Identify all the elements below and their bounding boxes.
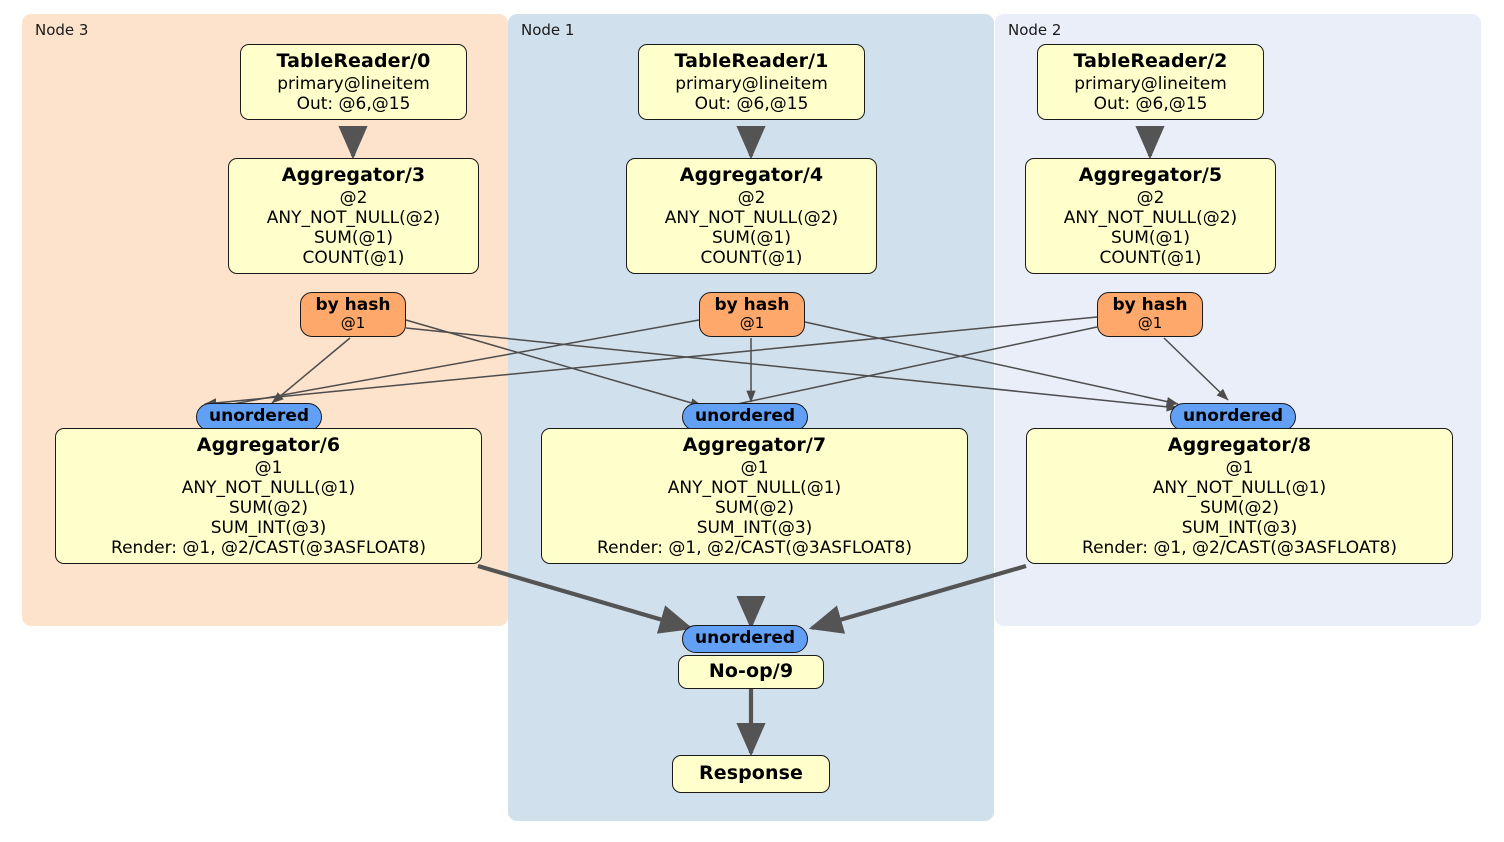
processor-title: Aggregator/5	[1078, 164, 1223, 186]
stream-unordered-mid[interactable]: unordered	[682, 403, 809, 432]
processor-render-line: Render: @1, @2/CAST(@3ASFLOAT8)	[111, 537, 426, 558]
processor-line: @2	[737, 187, 766, 208]
processor-line: SUM_INT(@3)	[1181, 517, 1298, 538]
processor-line: SUM(@1)	[712, 227, 791, 248]
processor-render-line: Render: @1, @2/CAST(@3ASFLOAT8)	[1082, 537, 1397, 558]
region-node-3-label: Node 3	[35, 21, 89, 39]
processor-line: COUNT(@1)	[1099, 247, 1202, 268]
processor-line: primary@lineitem	[675, 73, 828, 94]
processor-line: @1	[1225, 457, 1254, 478]
output-router-by-hash-5[interactable]: by hash @1	[1097, 292, 1203, 337]
processor-line: ANY_NOT_NULL(@2)	[1063, 207, 1238, 228]
processor-title: TableReader/0	[276, 50, 431, 72]
processor-line: @2	[1136, 187, 1165, 208]
processor-line: ANY_NOT_NULL(@1)	[1152, 477, 1327, 498]
processor-line: ANY_NOT_NULL(@1)	[181, 477, 356, 498]
region-node-1-label: Node 1	[521, 21, 575, 39]
processor-line: SUM(@1)	[314, 227, 393, 248]
processor-line: @1	[740, 457, 769, 478]
processor-title: No-op/9	[708, 660, 794, 682]
processor-line: @2	[339, 187, 368, 208]
router-column: @1	[340, 314, 366, 333]
processor-line: SUM(@1)	[1111, 227, 1190, 248]
processor-line: COUNT(@1)	[302, 247, 405, 268]
router-label: by hash	[315, 295, 391, 315]
processor-line: COUNT(@1)	[700, 247, 803, 268]
processor-aggregator-8[interactable]: Aggregator/8 @1 ANY_NOT_NULL(@1) SUM(@2)…	[1026, 428, 1453, 564]
processor-line: primary@lineitem	[1074, 73, 1227, 94]
processor-title: TableReader/1	[674, 50, 829, 72]
processor-line: SUM_INT(@3)	[210, 517, 327, 538]
processor-tablereader-2[interactable]: TableReader/2 primary@lineitem Out: @6,@…	[1037, 44, 1264, 120]
processor-line: ANY_NOT_NULL(@2)	[266, 207, 441, 228]
processor-title: Aggregator/6	[196, 434, 341, 456]
processor-response[interactable]: Response	[672, 755, 830, 793]
processor-line: SUM(@2)	[715, 497, 794, 518]
processor-aggregator-6[interactable]: Aggregator/6 @1 ANY_NOT_NULL(@1) SUM(@2)…	[55, 428, 482, 564]
processor-line: @1	[254, 457, 283, 478]
processor-title: Aggregator/7	[682, 434, 827, 456]
output-router-by-hash-4[interactable]: by hash @1	[699, 292, 805, 337]
router-label: by hash	[1112, 295, 1188, 315]
processor-title: TableReader/2	[1073, 50, 1228, 72]
router-column: @1	[1137, 314, 1163, 333]
processor-render-line: Render: @1, @2/CAST(@3ASFLOAT8)	[597, 537, 912, 558]
processor-aggregator-5[interactable]: Aggregator/5 @2 ANY_NOT_NULL(@2) SUM(@1)…	[1025, 158, 1276, 274]
processor-line: ANY_NOT_NULL(@1)	[667, 477, 842, 498]
processor-line: SUM(@2)	[229, 497, 308, 518]
processor-title: Aggregator/3	[281, 164, 426, 186]
processor-line: Out: @6,@15	[296, 93, 411, 114]
router-column: @1	[739, 314, 765, 333]
processor-line: Out: @6,@15	[1093, 93, 1208, 114]
router-label: by hash	[714, 295, 790, 315]
processor-title: Response	[698, 762, 803, 784]
processor-no-op-9[interactable]: No-op/9	[678, 655, 824, 689]
processor-aggregator-3[interactable]: Aggregator/3 @2 ANY_NOT_NULL(@2) SUM(@1)…	[228, 158, 479, 274]
processor-tablereader-0[interactable]: TableReader/0 primary@lineitem Out: @6,@…	[240, 44, 467, 120]
processor-aggregator-7[interactable]: Aggregator/7 @1 ANY_NOT_NULL(@1) SUM(@2)…	[541, 428, 968, 564]
processor-line: SUM_INT(@3)	[696, 517, 813, 538]
output-router-by-hash-3[interactable]: by hash @1	[300, 292, 406, 337]
stream-unordered-final[interactable]: unordered	[682, 625, 809, 654]
region-node-2-label: Node 2	[1008, 21, 1062, 39]
processor-line: SUM(@2)	[1200, 497, 1279, 518]
processor-title: Aggregator/4	[679, 164, 824, 186]
processor-line: Out: @6,@15	[694, 93, 809, 114]
processor-line: primary@lineitem	[277, 73, 430, 94]
processor-tablereader-1[interactable]: TableReader/1 primary@lineitem Out: @6,@…	[638, 44, 865, 120]
stream-unordered-left[interactable]: unordered	[196, 403, 323, 432]
processor-title: Aggregator/8	[1167, 434, 1312, 456]
processor-aggregator-4[interactable]: Aggregator/4 @2 ANY_NOT_NULL(@2) SUM(@1)…	[626, 158, 877, 274]
stream-unordered-right[interactable]: unordered	[1170, 403, 1297, 432]
processor-line: ANY_NOT_NULL(@2)	[664, 207, 839, 228]
